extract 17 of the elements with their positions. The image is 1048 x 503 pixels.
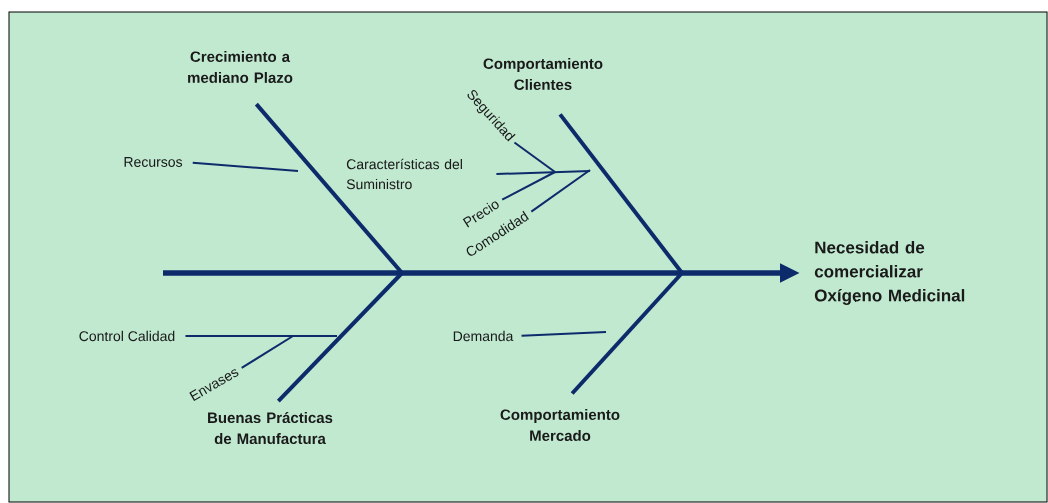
cause-line <box>495 170 591 175</box>
effect-label: Necesidad de comercializar Oxígeno Medicinal <box>814 241 965 305</box>
cause-label: Control Calidad <box>79 330 175 342</box>
cause-line <box>520 331 607 337</box>
cause-line <box>240 335 294 369</box>
category-label: Buenas Prácticas de Manufactura <box>208 411 333 445</box>
cause-line <box>530 169 591 213</box>
cause-label: Recursos <box>124 157 183 167</box>
category-label: Comportamiento Clientes <box>483 58 603 90</box>
cause-label: Características del Suministro <box>346 158 462 190</box>
cause-line <box>191 161 299 172</box>
category-label: Comportamiento Mercado <box>500 409 620 441</box>
category-label: Crecimiento a mediano Plazo <box>188 51 293 83</box>
cause-label: Demanda <box>453 330 514 342</box>
cause-line <box>513 141 556 173</box>
cause-line <box>501 171 556 201</box>
cause-line <box>184 335 338 337</box>
